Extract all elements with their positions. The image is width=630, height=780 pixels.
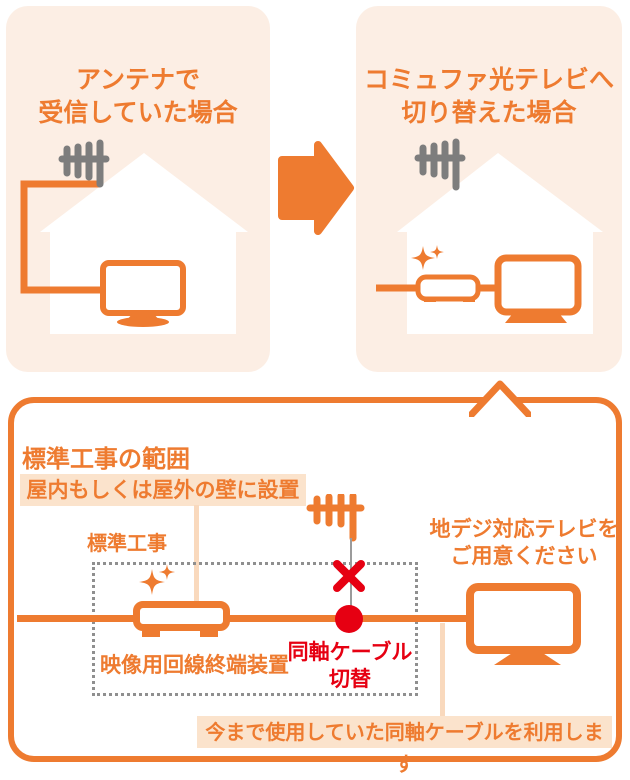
panel-antenna-before: アンテナで 受信していた場合 — [6, 6, 270, 372]
onu-icon — [133, 601, 230, 631]
panel-before-title-line1: アンテナで — [75, 64, 200, 94]
house-before-illustration — [20, 139, 248, 334]
wall-mount-label: 屋内もしくは屋外の壁に設置 — [20, 474, 306, 506]
sparkle-icon — [411, 245, 444, 270]
coax-switch-label: 同軸ケーブル 切替 — [270, 639, 430, 693]
tv-ready-note: 地デジ対応テレビを ご用意ください — [424, 516, 624, 570]
arrow-right-icon — [278, 141, 354, 235]
bubble-title: 標準工事の範囲 — [22, 445, 190, 473]
panel-after-title-line2: 切り替えた場合 — [401, 97, 577, 127]
coax-cable-line — [20, 180, 105, 294]
reuse-label-connector-line — [440, 623, 445, 718]
coax-switch-label-line1: 同軸ケーブル — [287, 640, 413, 664]
onu-icon — [415, 274, 481, 302]
onu-label: 映像用回線終端装置 — [100, 653, 289, 677]
tv-icon — [466, 583, 581, 654]
coax-cable-line — [17, 615, 466, 622]
tv-icon — [494, 254, 582, 323]
transition-arrow — [276, 138, 356, 238]
tv-stand — [494, 654, 561, 665]
antenna-icon — [58, 139, 110, 188]
panel-after-title-line1: コミュファ光テレビへ — [363, 64, 614, 94]
wall-label-connector-line — [194, 505, 199, 604]
red-x-icon — [333, 560, 365, 592]
coax-switch-label-line2: 切替 — [329, 667, 371, 691]
tv-ready-note-line2: ご用意ください — [450, 544, 598, 568]
sparkle-icon — [139, 564, 175, 595]
standard-work-dotted-area — [92, 562, 418, 696]
panel-before-title-line2: 受信していた場合 — [38, 97, 238, 127]
tv-icon — [100, 260, 186, 327]
coax-switch-point-icon — [335, 605, 363, 633]
onu-foot — [200, 631, 218, 637]
standard-work-label: 標準工事 — [87, 531, 167, 555]
panel-hikari-after: コミュファ光テレビへ 切り替えた場合 — [356, 6, 622, 372]
onu-foot — [142, 631, 160, 637]
panel-after-title: コミュファ光テレビへ 切り替えた場合 — [356, 63, 622, 129]
house-after-illustration — [376, 138, 603, 334]
bubble-pointer-notch — [469, 380, 531, 417]
panel-before-title: アンテナで 受信していた場合 — [6, 63, 270, 129]
antenna-icon — [306, 494, 365, 542]
reuse-coax-label: 今まで使用していた同軸ケーブルを利用します — [197, 716, 612, 776]
tv-ready-note-line1: 地デジ対応テレビを — [429, 517, 619, 541]
standard-construction-bubble: 標準工事の範囲 屋内もしくは屋外の壁に設置 標準工事 映像用回線終端装置 — [8, 380, 624, 776]
antenna-icon — [414, 138, 466, 191]
